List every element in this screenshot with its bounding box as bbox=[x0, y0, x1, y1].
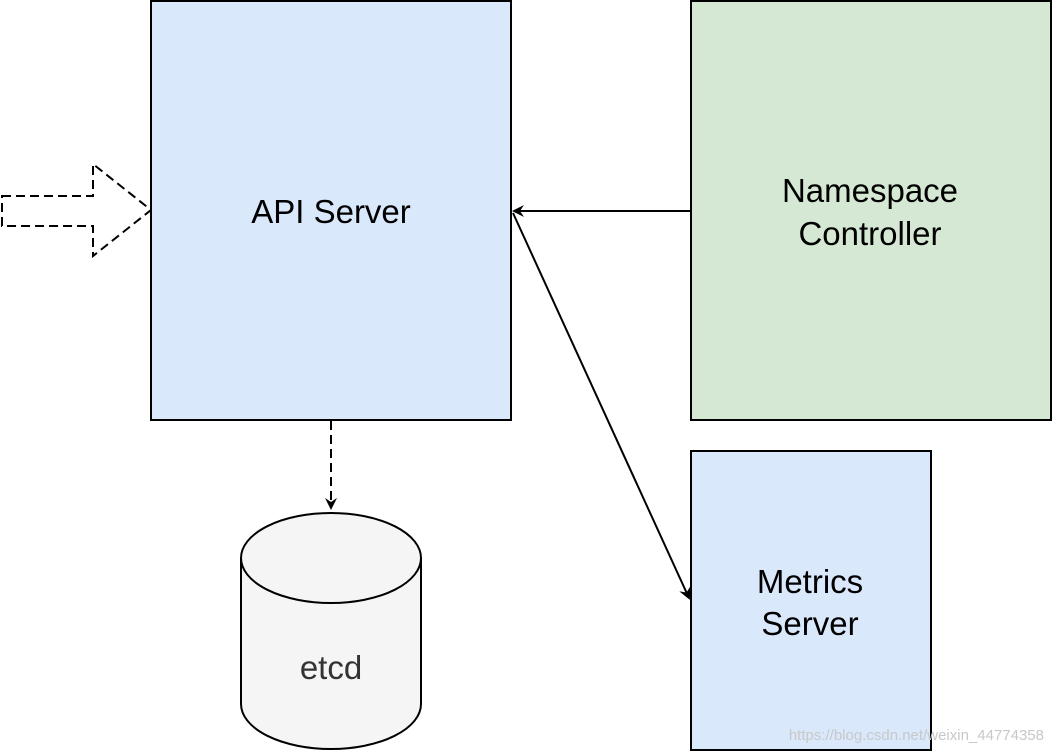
metrics-server-label-line1: Metrics bbox=[757, 563, 863, 600]
namespace-controller-box bbox=[690, 0, 1052, 421]
watermark: https://blog.csdn.net/weixin_44774358 bbox=[789, 727, 1044, 744]
metrics-server-box bbox=[690, 450, 932, 751]
etcd-node: etcd bbox=[240, 512, 422, 750]
api-server-node: API Server bbox=[150, 0, 512, 421]
etcd-cylinder-body bbox=[240, 512, 422, 750]
etcd-cylinder-rim bbox=[240, 557, 422, 604]
incoming-request-arrow bbox=[1, 161, 153, 259]
metrics-server-label-line2: Server bbox=[761, 605, 858, 642]
metrics-server-node: Metrics Server bbox=[690, 450, 932, 751]
etcd-label: etcd bbox=[300, 649, 362, 686]
api-server-label: API Server bbox=[251, 193, 411, 230]
namespace-controller-label-line1: Namespace bbox=[782, 172, 958, 209]
api-server-box bbox=[150, 0, 512, 421]
namespace-controller-label-line2: Controller bbox=[798, 215, 941, 252]
namespace-controller-node: Namespace Controller bbox=[690, 0, 1052, 421]
edge-api-server-to-metrics-server bbox=[512, 212, 691, 600]
